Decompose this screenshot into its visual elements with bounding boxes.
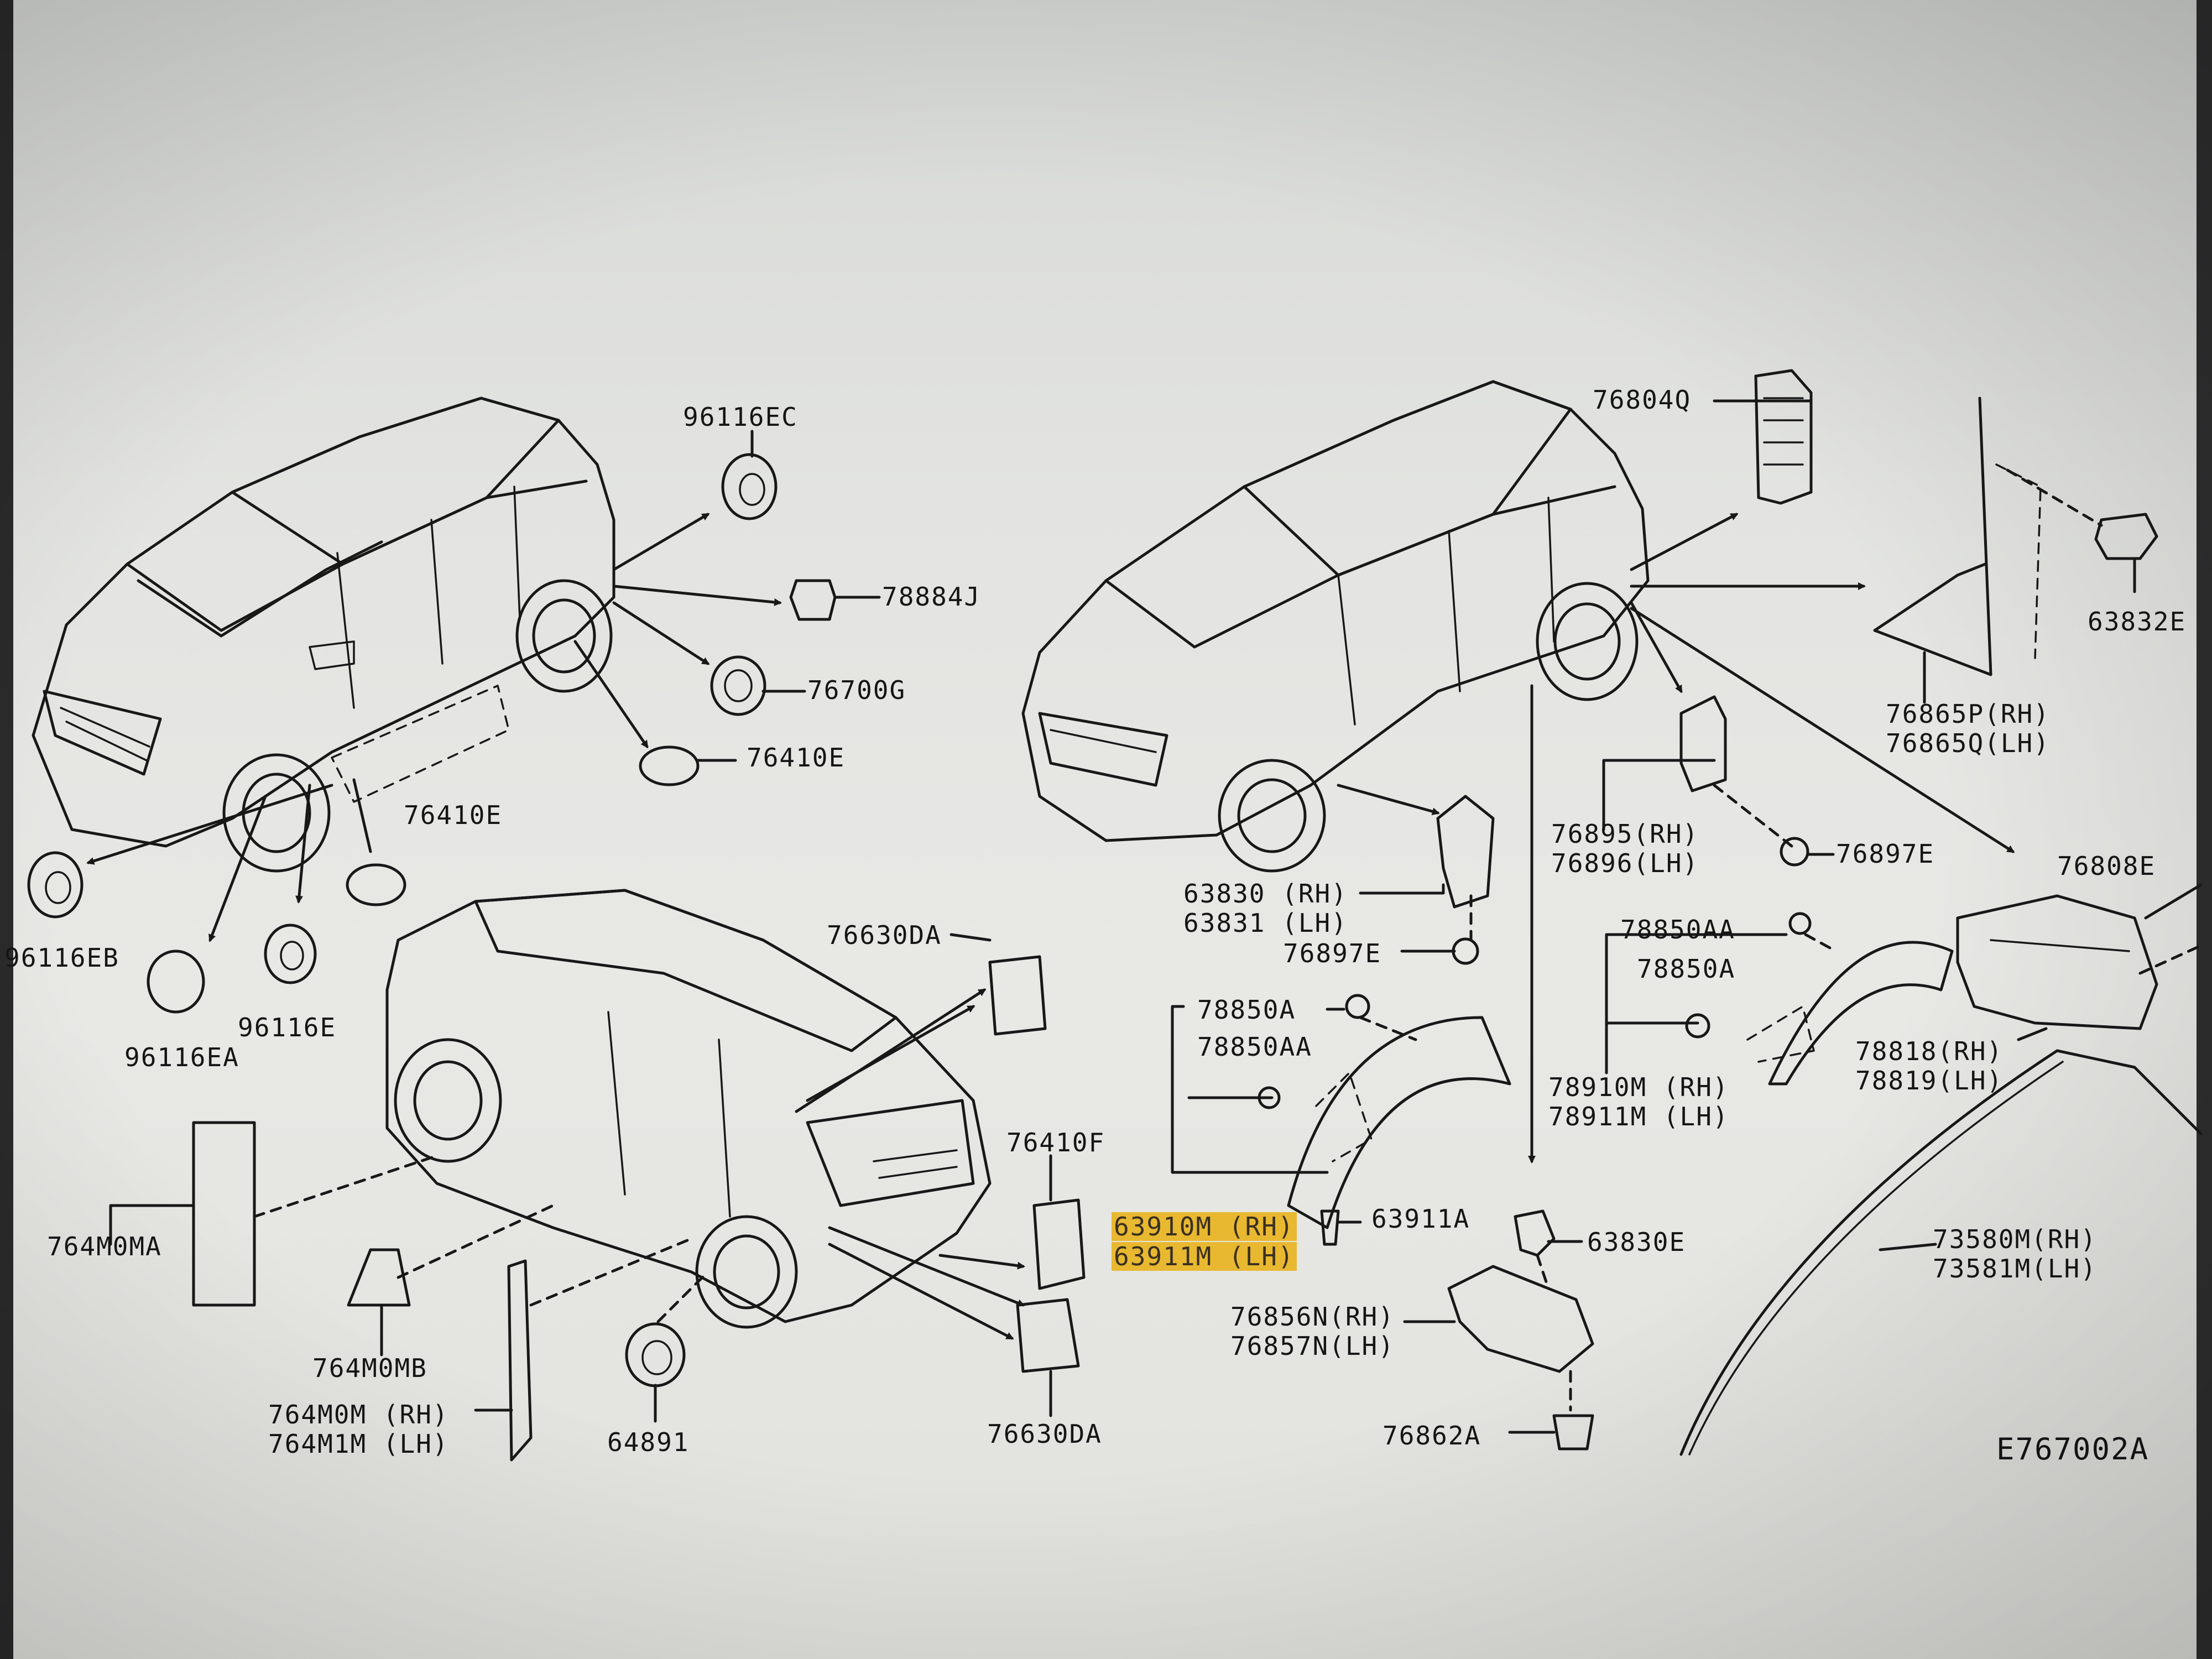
part-label-76410E-upper: 76410E [747,743,846,773]
part-label-78850A-right: 78850A [1637,954,1736,984]
part-label-76897E-left: 76897E [1283,938,1382,968]
monitor-bezel-right [2197,0,2212,1659]
part-label-96116EA: 96116EA [124,1042,239,1072]
vehicle-view-rear [385,889,992,1329]
part-label-76896: 76896(LH) [1551,848,1699,878]
part-label-76862A: 76862A [1383,1421,1481,1451]
part-label-764M0MB: 764M0MB [312,1353,427,1383]
part-label-64891: 64891 [607,1427,690,1457]
part-label-73581M: 73581M(LH) [1933,1254,2097,1284]
part-label-764M0MA: 764M0MA [47,1232,162,1261]
part-label-63830E: 63830E [1587,1227,1686,1257]
part-label-764M1M: 764M1M (LH) [268,1429,449,1459]
part-label-76630DA-lower: 76630DA [987,1419,1102,1449]
part-label-63911M-highlighted: 63911M (LH) [1112,1242,1297,1271]
part-label-73580M: 73580M(RH) [1933,1224,2097,1254]
part-label-76410F: 76410F [1006,1128,1105,1157]
parts [27,369,2203,1462]
part-label-78910M: 78910M (RH) [1548,1072,1729,1102]
monitor-bezel-left [0,0,13,1659]
part-label-78884J: 78884J [882,582,981,612]
part-label-96116E: 96116E [238,1013,337,1042]
part-label-78819: 78819(LH) [1855,1066,2004,1095]
part-label-96116EB: 96116EB [4,943,119,973]
part-label-78818: 78818(RH) [1855,1036,2004,1066]
part-label-76808E: 76808E [2057,851,2156,881]
part-label-764M0M: 764M0M (RH) [268,1400,449,1430]
part-label-63831: 63831 (LH) [1183,908,1348,938]
part-label-76865Q: 76865Q(LH) [1886,728,2050,758]
diagram-code: E767002A [1996,1432,2150,1467]
part-label-76857N: 76857N(LH) [1230,1331,1395,1361]
part-label-63832E: 63832E [2088,607,2187,637]
leader-lines [86,399,2203,1434]
part-label-76895: 76895(RH) [1551,819,1699,849]
part-label-76897E-right: 76897E [1836,839,1935,869]
vehicle-view-front-right [1021,380,1650,873]
part-label-78850AA-left: 78850AA [1197,1032,1312,1062]
part-label-76630DA-upper: 76630DA [827,920,942,950]
part-label-76804Q: 76804Q [1593,385,1692,415]
part-label-76865P: 76865P(RH) [1886,699,2050,729]
part-label-96116EC: 96116EC [683,402,798,432]
part-label-63911A: 63911A [1371,1204,1470,1234]
vehicle-view-front-left [32,397,615,873]
part-label-63910M-highlighted: 63910M (RH) [1112,1212,1297,1241]
part-label-76410E-lower: 76410E [404,800,503,830]
part-label-76856N: 76856N(RH) [1230,1302,1395,1332]
part-label-78911M: 78911M (LH) [1548,1102,1729,1131]
part-label-78850A-left: 78850A [1197,995,1296,1025]
part-label-78850AA-right: 78850AA [1620,915,1735,945]
part-label-63830: 63830 (RH) [1183,879,1348,909]
part-label-76700G: 76700G [807,675,906,705]
